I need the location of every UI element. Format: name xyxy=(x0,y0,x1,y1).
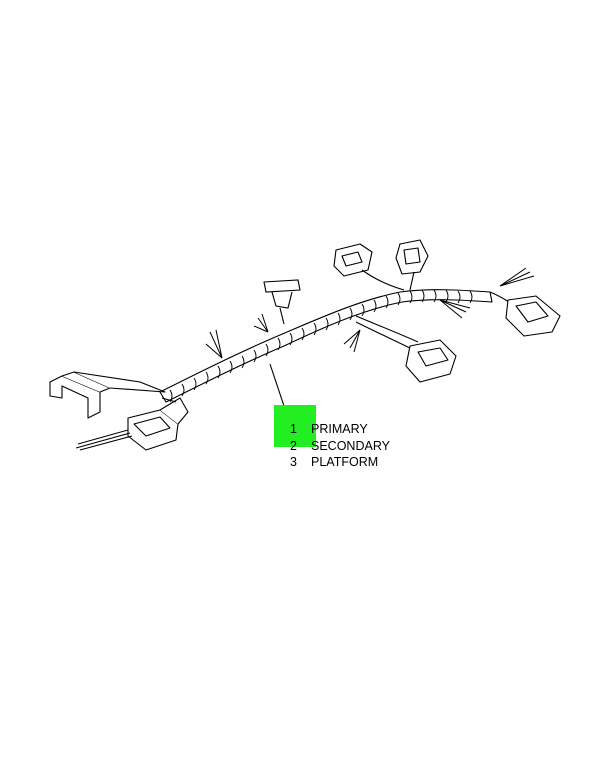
top-left-connector xyxy=(333,243,405,291)
legend-number: 1 xyxy=(290,422,297,436)
legend-row-1: 1 PRIMARY xyxy=(290,421,390,438)
legend-label: PLATFORM xyxy=(311,455,379,469)
upper-mid-connector xyxy=(263,279,301,325)
right-lower-connector xyxy=(355,315,457,383)
legend-label: SECONDARY xyxy=(311,438,390,453)
part-callout-hotspot[interactable] xyxy=(274,405,316,447)
far-right-connector xyxy=(489,291,561,337)
legend-number: 2 xyxy=(290,438,297,453)
legend-row-3: 3 PLATFORM xyxy=(290,454,390,471)
left-plug-connector xyxy=(127,397,189,451)
top-right-connector xyxy=(395,239,429,291)
legend-label: PRIMARY xyxy=(311,422,368,436)
harness-trunk xyxy=(159,289,493,403)
left-bracket-connector xyxy=(49,371,166,419)
branch-breakouts xyxy=(205,267,535,359)
loose-wire-leads-left xyxy=(75,397,177,451)
legend-row-2: 2 SECONDARY xyxy=(290,438,390,455)
part-legend: 1 PRIMARY 2 SECONDARY 3 PLATFORM xyxy=(290,421,390,471)
legend-number: 3 xyxy=(290,455,297,469)
